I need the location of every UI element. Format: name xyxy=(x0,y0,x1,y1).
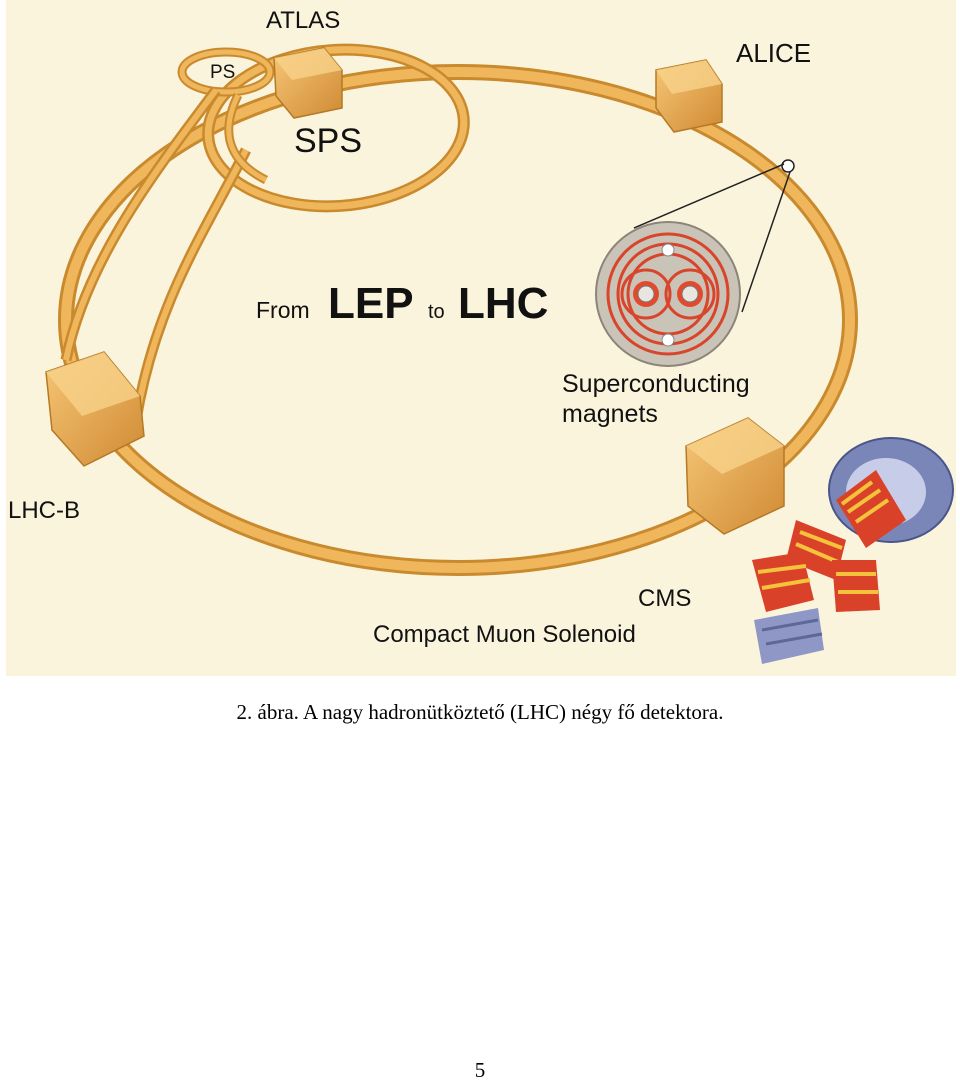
lhc-ring xyxy=(58,64,858,576)
magnet-zoom-lines xyxy=(633,159,795,313)
alice-box xyxy=(655,59,723,133)
cms-detector-illustration xyxy=(752,437,954,664)
label-sps: SPS xyxy=(294,122,362,160)
label-cms-full: Compact Muon Solenoid xyxy=(373,621,636,648)
label-magnets: magnets xyxy=(562,400,658,428)
lhc-figure: ATLAS PS SPS ALICE From LEP to LHC Super… xyxy=(6,0,956,676)
sps-ring xyxy=(202,43,470,213)
transfer-lines xyxy=(60,86,269,421)
atlas-box xyxy=(273,47,343,119)
figure-caption: 2. ábra. A nagy hadronütköztető (LHC) né… xyxy=(236,700,724,724)
page-number: 5 xyxy=(474,1058,486,1082)
label-lhc: LHC xyxy=(458,279,548,328)
label-lep: LEP xyxy=(328,279,414,328)
ps-ring xyxy=(177,47,275,97)
label-superconducting: Superconducting xyxy=(562,370,750,398)
label-ps: PS xyxy=(210,62,235,83)
magnet-cross-section xyxy=(595,221,741,367)
label-from: From xyxy=(256,297,310,323)
label-lhcb: LHC-B xyxy=(8,497,80,524)
cms-box xyxy=(685,417,785,535)
lhc-diagram: ATLAS PS SPS ALICE From LEP to LHC Super… xyxy=(8,7,954,664)
label-cms: CMS xyxy=(638,585,691,612)
label-to: to xyxy=(428,301,445,323)
lhcb-box xyxy=(45,351,145,467)
label-atlas: ATLAS xyxy=(266,7,340,34)
label-alice: ALICE xyxy=(736,38,811,68)
